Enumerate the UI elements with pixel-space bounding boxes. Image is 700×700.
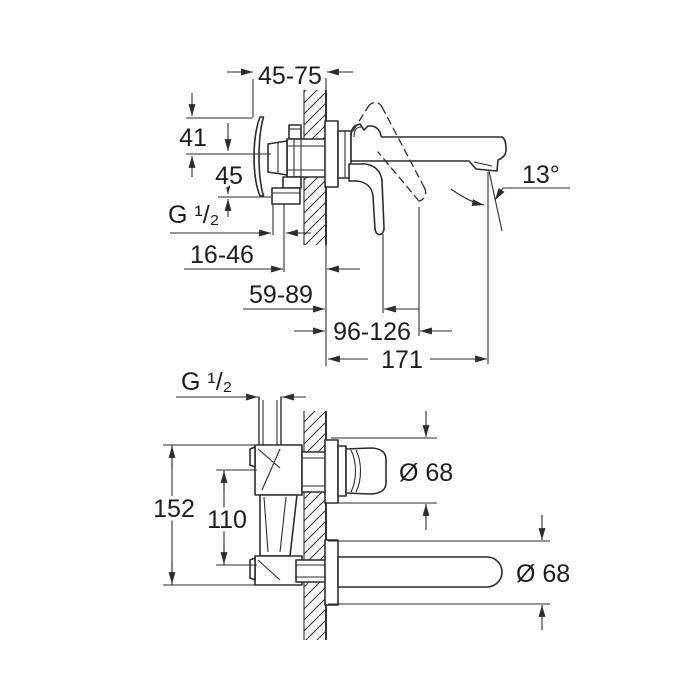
dim-45-label: 45 [215, 162, 243, 190]
dim-152-label: 152 [153, 495, 195, 523]
spout-assembly [324, 101, 507, 236]
cartridge-dome [345, 447, 387, 495]
dim-depth-range-label: 45-75 [258, 62, 322, 90]
top-stub [288, 124, 302, 140]
top-view-dimensions: 45-75 41 45 G ¹/₂ 16-46 59-89 [165, 59, 570, 378]
dim-16-46-label: 16-46 [190, 241, 254, 269]
top-view-drawing: 45-75 41 45 G ¹/₂ 16-46 59-89 [165, 59, 570, 378]
dome-base-ring [337, 445, 347, 497]
dim-thread-top-label: G ¹/₂ [168, 201, 219, 229]
lower-flange-tab [249, 557, 256, 581]
spout-plan-view [337, 556, 503, 588]
visible-parts-bottom-view [324, 439, 503, 606]
spout-angle-annotation: 13° [450, 158, 570, 232]
dim-110-label: 110 [207, 506, 247, 534]
body-lower-block [254, 555, 303, 586]
concealed-valve-body [253, 116, 327, 272]
wall-hatch [304, 411, 326, 640]
dim-thread-bottom-label: G ¹/₂ [181, 368, 232, 396]
rough-in-body [249, 396, 327, 586]
bottom-view-dimensions: G ¹/₂ 152 110 Ø 68 [150, 365, 574, 630]
dim-41-label: 41 [179, 124, 207, 152]
dim-spout-angle-label: 13° [522, 161, 560, 189]
lever-handle-closed [348, 163, 385, 236]
lower-wall-connection [295, 559, 327, 583]
supply-nut [271, 187, 301, 205]
upper-flange-tab [249, 446, 256, 468]
dim-escutcheon-top-label: Ø 68 [399, 459, 453, 487]
lower-escutcheon [324, 539, 339, 606]
dim-59-89-label: 59-89 [249, 281, 313, 309]
dim-projection-label: 171 [381, 346, 423, 374]
dim-96-126-label: 96-126 [333, 318, 411, 346]
lever-handle-raised-ghost [352, 101, 427, 202]
bottom-view-drawing: G ¹/₂ 152 110 Ø 68 [150, 365, 574, 640]
wall-section-top-view [303, 78, 327, 366]
handle-knob-disc [253, 116, 265, 197]
dim-escutcheon-bottom-label: Ø 68 [516, 560, 570, 588]
upper-escutcheon [324, 439, 339, 504]
bottom-step [282, 176, 302, 189]
upper-wall-connection [301, 451, 327, 493]
valve-body [286, 138, 327, 178]
wall-escutcheon [324, 120, 339, 188]
wall-section-bottom-view [303, 411, 327, 640]
